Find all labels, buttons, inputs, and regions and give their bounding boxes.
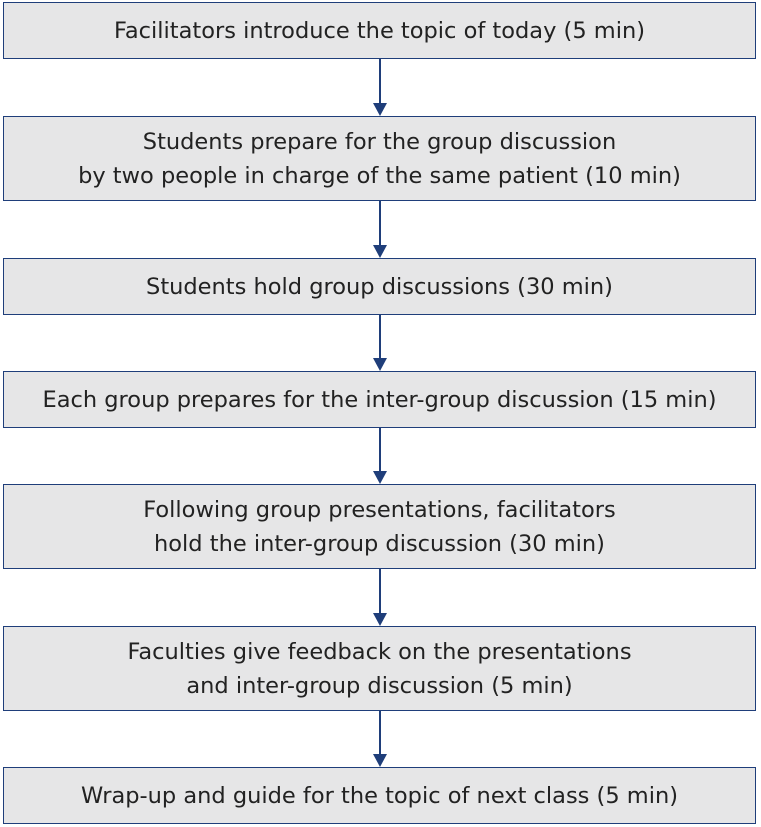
down-arrow	[369, 428, 391, 484]
step-introduce-topic: Facilitators introduce the topic of toda…	[3, 2, 756, 59]
step-faculty-feedback: Faculties give feedback on the presentat…	[3, 626, 756, 711]
step-inter-group-discussion: Following group presentations, facilitat…	[3, 484, 756, 569]
step-wrap-up: Wrap-up and guide for the topic of next …	[3, 767, 756, 824]
step-text-line: Wrap-up and guide for the topic of next …	[80, 782, 679, 809]
step-group-discussions: Students hold group discussions (30 min)	[3, 258, 756, 315]
step-text-line: hold the inter-group discussion (30 min)	[154, 530, 605, 557]
step-text-line: Following group presentations, facilitat…	[143, 496, 616, 523]
down-arrow	[369, 59, 391, 116]
step-text-line: Students hold group discussions (30 min)	[146, 273, 613, 300]
step-text-line: Faculties give feedback on the presentat…	[127, 638, 632, 665]
down-arrow	[369, 711, 391, 767]
step-text-line: by two people in charge of the same pati…	[78, 162, 681, 189]
step-prepare-group-discussion: Students prepare for the group discussio…	[3, 116, 756, 201]
down-arrow	[369, 315, 391, 371]
step-text-line: Each group prepares for the inter-group …	[42, 386, 717, 413]
step-prepare-inter-group: Each group prepares for the inter-group …	[3, 371, 756, 428]
step-text-line: and inter-group discussion (5 min)	[186, 672, 573, 699]
step-text-line: Students prepare for the group discussio…	[142, 128, 617, 155]
step-text-line: Facilitators introduce the topic of toda…	[113, 17, 645, 44]
down-arrow	[369, 201, 391, 258]
down-arrow	[369, 569, 391, 626]
